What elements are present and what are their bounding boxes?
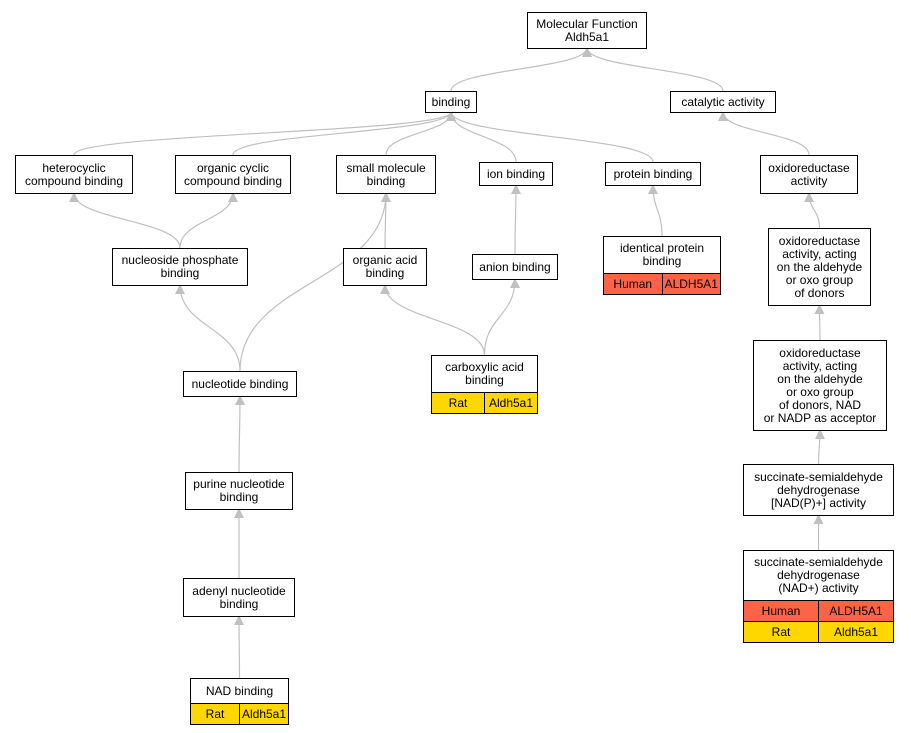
species-cell: Rat (205, 706, 225, 721)
edge-binding-to-mf (450, 47, 592, 92)
go-term-label: oxidoreductase activity, acting on the a… (776, 233, 863, 300)
go-term-node-purine-nucleotide[interactable]: purine nucleotide binding (185, 472, 293, 510)
go-term-label: binding (431, 94, 471, 109)
go-term-label: anion binding (479, 259, 551, 274)
edge-ox-aldehyde-to-oxidoreductase (804, 192, 821, 229)
edge-carboxylic-acid-to-organic-acid (380, 284, 486, 356)
go-term-node-organic-acid[interactable]: organic acid binding (343, 248, 427, 286)
go-term-node-ion-binding[interactable]: ion binding (479, 162, 553, 186)
go-term-node-adenyl-nucleotide[interactable]: adenyl nucleotide binding (183, 578, 295, 617)
edge-identical-protein-to-protein-binding (648, 184, 663, 237)
edge-nucleoside-phosphate-to-heterocyclic (69, 192, 181, 249)
go-term-node-ssadh-nad[interactable]: succinate-semialdehyde dehydrogenase (NA… (743, 550, 894, 643)
go-term-node-ssadh-nadp[interactable]: succinate-semialdehyde dehydrogenase [NA… (743, 464, 894, 516)
edge-ox-nad-to-ox-aldehyde (814, 304, 825, 341)
go-term-node-nucleotide-binding[interactable]: nucleotide binding (183, 371, 297, 397)
gene-cell: ALDH5A1 (818, 601, 893, 621)
go-term-node-ox-aldehyde[interactable]: oxidoreductase activity, acting on the a… (768, 228, 871, 306)
species-cell: Human (613, 276, 653, 291)
go-term-label: adenyl nucleotide binding (192, 583, 286, 611)
go-term-label: protein binding (613, 166, 693, 181)
edge-nad-binding-to-adenyl-nucleotide (234, 615, 245, 679)
edge-carboxylic-acid-to-anion-binding (483, 278, 520, 356)
gene-cell: Aldh5a1 (818, 622, 893, 642)
species-cell: Rat (448, 395, 468, 410)
go-term-label: purine nucleotide binding (193, 477, 285, 504)
edge-purine-nucleotide-to-nucleotide-binding (234, 395, 245, 473)
gene-cell: Aldh5a1 (239, 704, 288, 724)
go-term-node-anion-binding[interactable]: anion binding (472, 254, 558, 280)
go-term-node-ox-nad[interactable]: oxidoreductase activity, acting on the a… (753, 340, 887, 431)
edge-ssadh-nadp-to-ox-nad (814, 429, 825, 465)
go-term-node-mf[interactable]: Molecular Function Aldh5a1 (527, 12, 647, 49)
go-term-label: heterocyclic compound binding (24, 160, 124, 188)
go-term-label: succinate-semialdehyde dehydrogenase (NA… (754, 555, 883, 595)
edge-nucleoside-phosphate-to-organic-cyclic (179, 192, 238, 249)
go-term-node-small-molecule[interactable]: small molecule binding (336, 155, 436, 194)
go-term-label: organic cyclic compound binding (183, 160, 283, 188)
go-term-node-protein-binding[interactable]: protein binding (605, 162, 701, 186)
edge-small-molecule-to-binding (385, 111, 456, 156)
annotation-row-human[interactable]: Human ALDH5A1 (744, 600, 893, 621)
go-term-label: succinate-semialdehyde dehydrogenase [NA… (754, 469, 883, 510)
edge-nucleotide-binding-to-nucleoside-phosphate (175, 284, 241, 372)
go-term-node-oxidoreductase[interactable]: oxidoreductase activity (760, 155, 858, 194)
go-term-label: oxidoreductase activity, acting on the a… (763, 345, 877, 425)
go-term-label: carboxylic acid binding (445, 360, 524, 387)
edge-heterocyclic-to-binding (73, 111, 456, 156)
go-term-label: oxidoreductase activity (768, 160, 850, 188)
edge-organic-cyclic-to-binding (232, 111, 456, 156)
go-term-label: catalytic activity (681, 94, 765, 109)
annotation-row-rat[interactable]: Rat Aldh5a1 (432, 392, 537, 413)
edge-anion-binding-to-ion-binding (510, 184, 521, 255)
annotation-row-human[interactable]: Human ALDH5A1 (604, 273, 720, 294)
go-term-node-organic-cyclic[interactable]: organic cyclic compound binding (175, 155, 291, 194)
go-term-label: ion binding (486, 166, 546, 181)
go-term-label: nucleotide binding (191, 376, 289, 391)
go-term-label: organic acid binding (352, 253, 418, 280)
edge-nucleotide-binding-to-small-molecule (239, 192, 391, 372)
go-term-label: NAD binding (205, 683, 274, 698)
go-term-node-nucleoside-phosphate[interactable]: nucleoside phosphate binding (112, 248, 248, 286)
go-term-label: nucleoside phosphate binding (121, 253, 239, 280)
edge-protein-binding-to-binding (446, 111, 654, 163)
annotation-row-rat[interactable]: Rat Aldh5a1 (744, 621, 893, 642)
go-term-node-binding[interactable]: binding (425, 91, 477, 113)
species-cell: Rat (771, 624, 791, 639)
species-cell: Human (761, 603, 801, 618)
go-term-label: identical protein binding (619, 241, 705, 268)
go-term-node-catalytic[interactable]: catalytic activity (670, 91, 776, 113)
go-term-node-heterocyclic[interactable]: heterocyclic compound binding (15, 155, 133, 194)
go-term-label: small molecule binding (346, 160, 426, 188)
annotation-row-rat[interactable]: Rat Aldh5a1 (191, 703, 288, 724)
edge-oxidoreductase-to-catalytic (718, 111, 810, 156)
gene-cell: ALDH5A1 (661, 274, 721, 294)
edge-catalytic-to-mf (582, 47, 724, 92)
go-term-label: Molecular Function Aldh5a1 (536, 16, 638, 44)
gene-cell: Aldh5a1 (484, 393, 537, 413)
edge-ion-binding-to-binding (446, 111, 517, 163)
